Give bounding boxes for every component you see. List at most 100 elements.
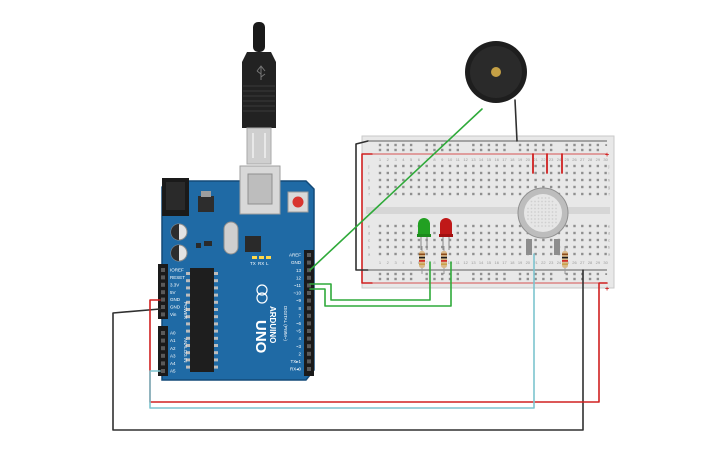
digital-pin-hole[interactable] bbox=[307, 275, 311, 280]
resistor-green-led[interactable] bbox=[419, 246, 425, 274]
usb-cable bbox=[242, 22, 276, 165]
digital-section-label: DIGITAL (PWM~) bbox=[283, 306, 288, 341]
digital-pin-hole[interactable] bbox=[307, 260, 311, 265]
top-plus-sign: + bbox=[605, 152, 609, 159]
row-letter: d bbox=[368, 231, 370, 236]
row-letter: i bbox=[369, 171, 370, 176]
power-section-label: POWER bbox=[183, 302, 188, 320]
analog-pin-label: A4 bbox=[170, 361, 176, 366]
analog-pin-hole[interactable] bbox=[161, 369, 165, 373]
column-number: 23 bbox=[549, 157, 554, 162]
led-green[interactable] bbox=[417, 218, 431, 250]
power-pin-hole[interactable] bbox=[161, 282, 165, 287]
resistors bbox=[419, 246, 568, 274]
column-number: 12 bbox=[463, 157, 468, 162]
digital-pin-hole[interactable] bbox=[307, 321, 311, 326]
column-number: 11 bbox=[456, 260, 461, 265]
wire-a5-cyan[interactable] bbox=[149, 253, 535, 409]
resistor-red-led[interactable] bbox=[441, 246, 447, 274]
column-number: 9 bbox=[441, 157, 444, 162]
analog-header bbox=[158, 326, 168, 376]
wire-ground-black[interactable] bbox=[112, 269, 584, 431]
digital-pin-hole[interactable] bbox=[307, 268, 311, 273]
digital-pin-hole[interactable] bbox=[307, 313, 311, 318]
top-minus-sign: - bbox=[605, 142, 608, 149]
piezo-buzzer[interactable] bbox=[465, 41, 527, 103]
analog-pin-hole[interactable] bbox=[161, 346, 165, 351]
row-letter: h bbox=[368, 178, 370, 183]
resistor-sensor[interactable] bbox=[562, 246, 568, 274]
digital-pin-hole[interactable] bbox=[307, 344, 311, 349]
column-number: 20 bbox=[526, 157, 531, 162]
power-pin-label: GND bbox=[170, 305, 181, 310]
power-pin-label: RESET bbox=[170, 275, 185, 280]
analog-pin-hole[interactable] bbox=[161, 353, 165, 358]
digital-pin-hole[interactable] bbox=[307, 253, 311, 257]
usb-cable-strain-relief bbox=[253, 22, 265, 52]
power-pin-hole[interactable] bbox=[161, 268, 165, 272]
rx-led bbox=[259, 256, 264, 259]
digital-pin-hole[interactable] bbox=[307, 336, 311, 341]
wires bbox=[112, 99, 608, 431]
column-number: 3 bbox=[394, 260, 397, 265]
analog-pin-hole[interactable] bbox=[161, 361, 165, 366]
column-number: 10 bbox=[448, 157, 453, 162]
wire-rail-minus-jumper[interactable] bbox=[355, 140, 369, 271]
bottom-plus-sign: + bbox=[605, 286, 609, 293]
usb-plug-grip bbox=[243, 85, 275, 112]
wire-pin10-led-red[interactable] bbox=[309, 261, 452, 307]
wire-rail-plus-jumper[interactable] bbox=[361, 153, 373, 284]
usb-plug-body bbox=[242, 52, 276, 128]
digital-pin-label: 12 bbox=[296, 275, 302, 280]
digital-pin-hole[interactable] bbox=[307, 298, 311, 303]
digital-pin-hole[interactable] bbox=[307, 359, 311, 364]
digital-pin-hole[interactable] bbox=[307, 283, 311, 288]
gas-sensor[interactable] bbox=[517, 187, 569, 255]
wire-pin11-led-green[interactable] bbox=[309, 261, 431, 301]
wire-pin12-buzzer-green[interactable] bbox=[309, 108, 483, 271]
digital-pin-hole[interactable] bbox=[307, 306, 311, 311]
tx-label: TX bbox=[250, 261, 256, 266]
digital-pin-hole[interactable] bbox=[307, 367, 311, 371]
column-number: 4 bbox=[402, 157, 405, 162]
power-pin-hole[interactable] bbox=[161, 290, 165, 295]
column-number: 18 bbox=[510, 260, 515, 265]
column-number: 17 bbox=[502, 157, 507, 162]
power-pin-hole[interactable] bbox=[161, 312, 165, 317]
row-letter: h bbox=[608, 178, 610, 183]
analog-pin-hole[interactable] bbox=[161, 331, 165, 335]
analog-pin-hole[interactable] bbox=[161, 338, 165, 343]
l-led bbox=[266, 256, 271, 259]
digital-pin-hole[interactable] bbox=[307, 329, 311, 333]
power-pin-hole[interactable] bbox=[161, 275, 165, 280]
column-number: 5 bbox=[410, 260, 413, 265]
digital-pin-hole[interactable] bbox=[307, 291, 311, 295]
reset-button-cap[interactable] bbox=[292, 196, 304, 208]
power-pin-hole[interactable] bbox=[161, 297, 165, 302]
digital-pin-label: ~9 bbox=[296, 298, 302, 303]
row-letter: j bbox=[608, 164, 610, 169]
analog-pin-label: A0 bbox=[170, 331, 176, 336]
column-number: 11 bbox=[456, 157, 461, 162]
column-number: 2 bbox=[387, 260, 390, 265]
digital-pin-label: ~5 bbox=[296, 329, 302, 334]
digital-pin-hole[interactable] bbox=[307, 351, 311, 356]
row-letter: f bbox=[368, 192, 370, 197]
power-pin-hole[interactable] bbox=[161, 305, 165, 309]
column-number: 18 bbox=[510, 157, 515, 162]
wire-5v-red[interactable] bbox=[149, 282, 608, 403]
row-letter: j bbox=[368, 164, 370, 169]
digital-pin-label: 2 bbox=[298, 351, 301, 356]
power-pin-label: Vin bbox=[170, 312, 177, 317]
column-number: 13 bbox=[471, 260, 476, 265]
column-number: 28 bbox=[588, 157, 593, 162]
arduino-uno-board[interactable]: TX RX L ARDUINO UNO DIGITAL (PWM~) POWER… bbox=[158, 165, 315, 381]
digital-pin-label: RX◂0 bbox=[290, 367, 302, 372]
led-red[interactable] bbox=[439, 218, 453, 250]
voltage-regulator bbox=[198, 196, 214, 212]
row-letter: c bbox=[608, 238, 610, 243]
column-number: 17 bbox=[502, 260, 507, 265]
row-letter: e bbox=[368, 224, 371, 229]
